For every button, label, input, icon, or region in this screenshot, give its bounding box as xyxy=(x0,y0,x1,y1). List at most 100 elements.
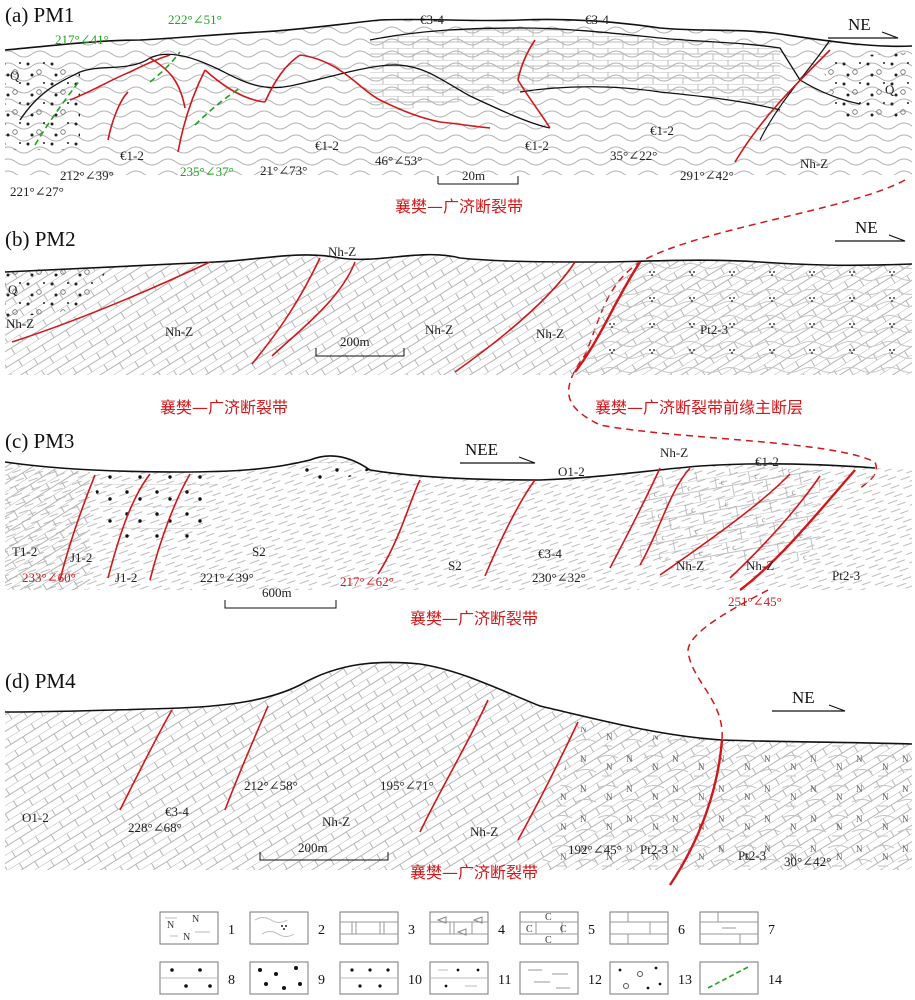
scale-bar-a: 20m xyxy=(437,168,519,185)
svg-text:3: 3 xyxy=(408,923,415,938)
svg-text:200m: 200m xyxy=(298,840,328,855)
front-fault-label: 襄樊—广济断裂带前缘主断层 xyxy=(595,398,803,417)
scale-bar-c: 600m xyxy=(224,585,337,609)
attitude-label-red: 233°∠60° xyxy=(22,570,76,585)
svg-text:13: 13 xyxy=(678,973,692,988)
legend-item-1: N N N 1 xyxy=(159,911,235,945)
svg-text:N: N xyxy=(192,914,199,925)
svg-text:NE: NE xyxy=(792,688,815,707)
svg-text:7: 7 xyxy=(768,923,775,938)
svg-text:1: 1 xyxy=(228,923,235,938)
attitude-label-red: 217°∠62° xyxy=(340,574,394,589)
svg-text:NE: NE xyxy=(855,218,878,237)
svg-text:10: 10 xyxy=(408,973,422,988)
svg-text:N: N xyxy=(183,932,190,943)
unit-label: O1-2 xyxy=(22,810,49,825)
zone-label-b: 襄樊—广济断裂带 xyxy=(160,398,288,417)
panel-pm4: (d) PM4 NE 200m 襄樊—广济断裂带 O1-2 €3-4 Nh-Z … xyxy=(4,661,913,886)
unit-label: €3-4 xyxy=(165,804,189,819)
legend-item-7: 7 xyxy=(699,911,775,945)
legend-item-9: 9 xyxy=(249,961,325,995)
legend-item-10: 10 xyxy=(339,961,422,995)
scale-bar-b: 200m xyxy=(315,334,405,357)
svg-text:C: C xyxy=(526,924,533,935)
unit-label: T1-2 xyxy=(12,544,37,559)
svg-text:C: C xyxy=(545,912,552,923)
svg-text:11: 11 xyxy=(498,973,511,988)
unit-label: Nh-Z xyxy=(425,322,453,337)
unit-label: Pt2-3 xyxy=(738,848,766,863)
unit-label: €1-2 xyxy=(315,138,339,153)
panel-b-title: (b) PM2 xyxy=(5,227,76,251)
unit-label: €1-2 xyxy=(755,454,779,469)
zone-label-d: 襄樊—广济断裂带 xyxy=(410,863,538,882)
attitude-label: 291°∠42° xyxy=(680,168,734,183)
svg-text:8: 8 xyxy=(228,973,235,988)
panel-pm2: (b) PM2 NE 200m 襄樊—广济断裂带 襄樊—广济断裂带前缘主断层 Q… xyxy=(4,218,913,417)
direction-indicator-c: NEE xyxy=(460,440,536,464)
unit-label: Q xyxy=(10,68,20,83)
attitude-label: 35°∠22° xyxy=(610,148,657,163)
legend-item-13: 13 xyxy=(609,961,692,995)
svg-text:600m: 600m xyxy=(262,585,292,600)
zone-label-a: 襄樊—广济断裂带 xyxy=(395,197,523,216)
unit-label: Pt2-3 xyxy=(640,842,668,857)
unit-label: J1-2 xyxy=(115,570,137,585)
legend-item-2: 2 xyxy=(249,911,325,945)
unit-label: Nh-Z xyxy=(800,156,828,171)
unit-label: Nh-Z xyxy=(676,558,704,573)
svg-text:C: C xyxy=(545,935,552,946)
unit-label: Q xyxy=(885,82,895,97)
legend-item-6: 6 xyxy=(609,911,685,945)
svg-text:6: 6 xyxy=(678,923,685,938)
panel-c-title: (c) PM3 xyxy=(5,429,74,453)
unit-label: Pt2-3 xyxy=(700,322,728,337)
svg-text:NEE: NEE xyxy=(465,440,498,459)
attitude-label: 221°∠39° xyxy=(200,570,254,585)
svg-text:9: 9 xyxy=(318,973,325,988)
unit-label: €1-2 xyxy=(525,138,549,153)
legend-item-8: 8 xyxy=(159,961,235,995)
attitude-label-red: 251°∠45° xyxy=(728,594,782,609)
panel-d-title: (d) PM4 xyxy=(5,669,76,693)
legend: N N N 1 2 3 4 C C C C xyxy=(159,911,782,995)
direction-indicator-b: NE xyxy=(835,218,906,242)
unit-label: O1-2 xyxy=(558,464,585,479)
attitude-label: 228°∠68° xyxy=(128,820,182,835)
unit-label: Nh-Z xyxy=(470,824,498,839)
legend-item-14: 14 xyxy=(699,961,782,995)
unit-label: Nh-Z xyxy=(328,244,356,259)
panel-pm3: (c) PM3 NEE 600m 襄樊—广济断裂带 T1-2 J1-2 J1-2… xyxy=(4,429,912,628)
zone-label-c: 襄樊—广济断裂带 xyxy=(410,609,538,628)
legend-item-4: 4 xyxy=(429,911,505,945)
unit-label: Nh-Z xyxy=(536,326,564,341)
unit-label: €3-4 xyxy=(420,12,444,27)
unit-label: Nh-Z xyxy=(660,445,688,460)
unit-label: €3-4 xyxy=(585,12,609,27)
unit-label: €1-2 xyxy=(120,148,144,163)
attitude-label-green: 235°∠37° xyxy=(180,164,234,179)
attitude-label: 46°∠53° xyxy=(375,153,422,168)
svg-text:12: 12 xyxy=(588,973,602,988)
svg-text:14: 14 xyxy=(768,973,782,988)
svg-text:200m: 200m xyxy=(340,334,370,349)
unit-label: Nh-Z xyxy=(746,558,774,573)
unit-label: Pt2-3 xyxy=(832,568,860,583)
svg-text:NE: NE xyxy=(848,15,871,34)
legend-item-12: 12 xyxy=(519,961,602,995)
attitude-label: 212°∠58° xyxy=(244,778,298,793)
legend-item-11: 11 xyxy=(429,961,511,995)
attitude-label: 230°∠32° xyxy=(532,570,586,585)
svg-text:5: 5 xyxy=(588,923,595,938)
svg-text:4: 4 xyxy=(498,923,505,938)
legend-item-5: C C C C 5 xyxy=(519,911,595,946)
direction-indicator-a: NE xyxy=(828,15,899,39)
scale-bar-d: 200m xyxy=(259,840,389,861)
attitude-label: 221°∠27° xyxy=(10,184,64,199)
svg-text:C: C xyxy=(560,924,567,935)
unit-label: €3-4 xyxy=(538,546,562,561)
fault-correlation-line xyxy=(687,589,769,741)
attitude-label: 192°∠45° xyxy=(568,842,622,857)
attitude-label: 21°∠73° xyxy=(260,163,307,178)
